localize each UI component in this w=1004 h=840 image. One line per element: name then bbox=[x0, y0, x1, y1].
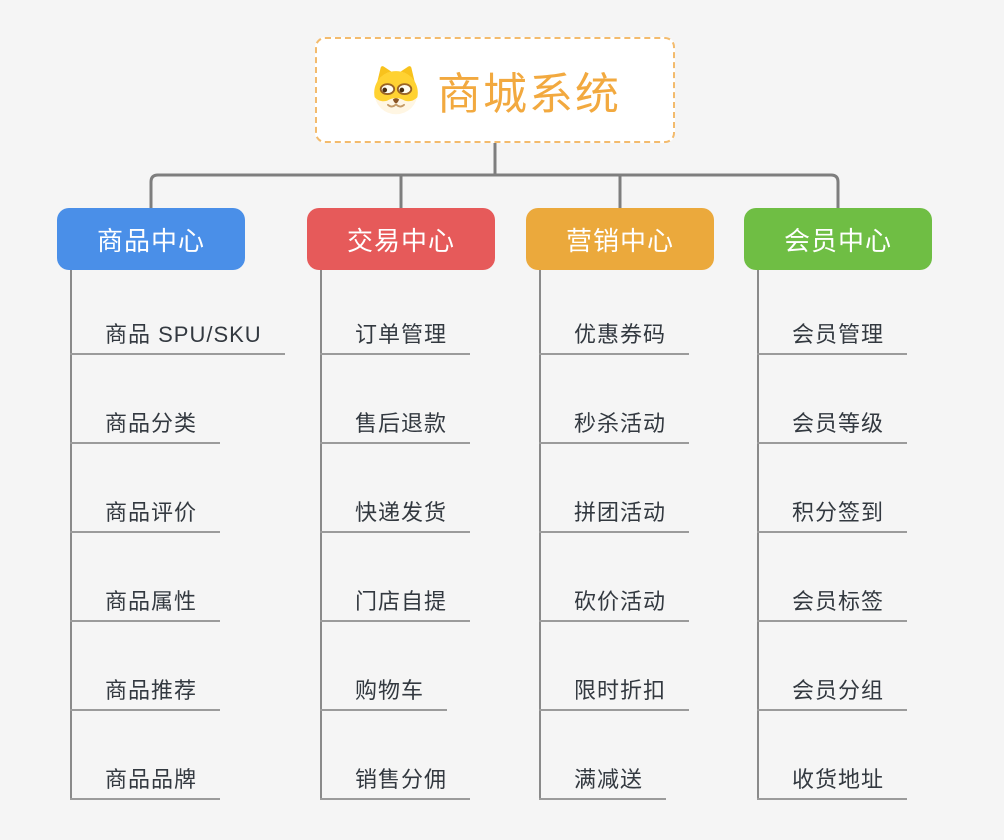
subtopic-item[interactable]: 商品推荐 bbox=[70, 622, 285, 711]
branch-trunk-line bbox=[757, 270, 759, 800]
branch-topic-marketing[interactable]: 营销中心 bbox=[526, 208, 714, 270]
subtopic-item[interactable]: 积分签到 bbox=[757, 444, 908, 533]
subtopic-item[interactable]: 会员管理 bbox=[757, 270, 908, 355]
branch-trunk-line bbox=[320, 270, 322, 800]
subtopic-item[interactable]: 优惠券码 bbox=[539, 270, 690, 355]
subtopic-item[interactable]: 满减送 bbox=[539, 711, 689, 800]
branch-topic-product[interactable]: 商品中心 bbox=[57, 208, 245, 270]
subtopic-item[interactable]: 会员分组 bbox=[757, 622, 908, 711]
branch-rail-line bbox=[149, 173, 840, 208]
subtopic-list: 优惠券码 秒杀活动 拼团活动 砍价活动 限时折扣 满减送 bbox=[539, 270, 690, 800]
branch-product-center: 商品中心 商品 SPU/SKU 商品分类 商品评价 商品属性 商品推荐 商品品牌 bbox=[57, 208, 285, 800]
subtopic-item[interactable]: 会员标签 bbox=[757, 533, 908, 622]
branch-trade-center: 交易中心 订单管理 售后退款 快递发货 门店自提 购物车 销售分佣 bbox=[307, 208, 495, 800]
subtopic-item[interactable]: 商品品牌 bbox=[70, 711, 285, 800]
subtopic-item[interactable]: 拼团活动 bbox=[539, 444, 690, 533]
branch-topic-label: 营销中心 bbox=[565, 225, 674, 256]
subtopic-item[interactable]: 商品分类 bbox=[70, 355, 285, 444]
branch-topic-label: 商品中心 bbox=[96, 225, 205, 256]
subtopic-item[interactable]: 收货地址 bbox=[757, 711, 908, 800]
subtopic-item[interactable]: 会员等级 bbox=[757, 355, 908, 444]
branch-marketing-center: 营销中心 优惠券码 秒杀活动 拼团活动 砍价活动 限时折扣 满减送 bbox=[526, 208, 714, 800]
branch-topic-trade[interactable]: 交易中心 bbox=[307, 208, 495, 270]
subtopic-item[interactable]: 秒杀活动 bbox=[539, 355, 690, 444]
branch-topic-member[interactable]: 会员中心 bbox=[744, 208, 932, 270]
root-topic[interactable]: 商城系统 bbox=[315, 37, 675, 143]
subtopic-item[interactable]: 订单管理 bbox=[320, 270, 471, 355]
subtopic-item[interactable]: 商品评价 bbox=[70, 444, 285, 533]
subtopic-item[interactable]: 售后退款 bbox=[320, 355, 471, 444]
subtopic-item[interactable]: 砍价活动 bbox=[539, 533, 690, 622]
subtopic-item[interactable]: 商品属性 bbox=[70, 533, 285, 622]
shiba-avatar-icon bbox=[369, 64, 423, 116]
branch-topic-label: 会员中心 bbox=[783, 225, 892, 256]
subtopic-item[interactable]: 销售分佣 bbox=[320, 711, 471, 800]
subtopic-list: 商品 SPU/SKU 商品分类 商品评价 商品属性 商品推荐 商品品牌 bbox=[70, 270, 285, 800]
branch-trunk-line bbox=[70, 270, 72, 800]
subtopic-item[interactable]: 快递发货 bbox=[320, 444, 471, 533]
subtopic-item[interactable]: 门店自提 bbox=[320, 533, 471, 622]
branch-topic-label: 交易中心 bbox=[346, 225, 455, 256]
branch-trunk-line bbox=[539, 270, 541, 800]
subtopic-list: 订单管理 售后退款 快递发货 门店自提 购物车 销售分佣 bbox=[320, 270, 471, 800]
subtopic-item[interactable]: 购物车 bbox=[320, 622, 470, 711]
subtopic-item[interactable]: 限时折扣 bbox=[539, 622, 690, 711]
branch-member-center: 会员中心 会员管理 会员等级 积分签到 会员标签 会员分组 收货地址 bbox=[744, 208, 932, 800]
subtopic-item[interactable]: 商品 SPU/SKU bbox=[70, 270, 285, 355]
root-topic-title: 商城系统 bbox=[437, 70, 621, 119]
subtopic-list: 会员管理 会员等级 积分签到 会员标签 会员分组 收货地址 bbox=[757, 270, 908, 800]
